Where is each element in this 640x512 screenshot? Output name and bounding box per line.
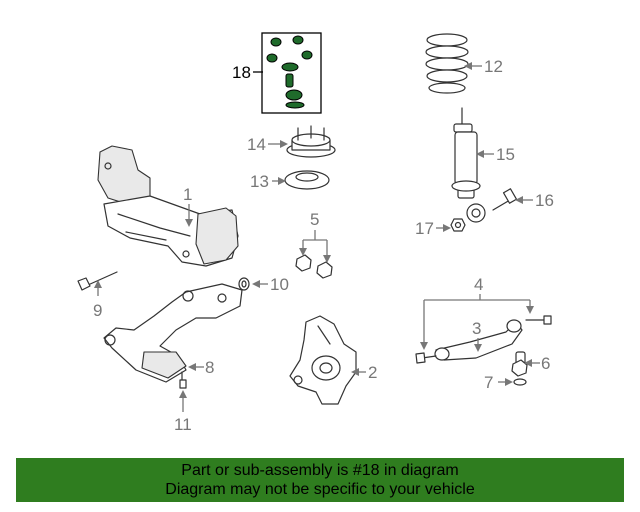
callout-16: 16 (515, 191, 554, 210)
callout-8: 8 (188, 358, 214, 377)
info-banner: Part or sub-assembly is #18 in diagram D… (16, 458, 624, 502)
part-16-bolt[interactable] (492, 188, 518, 211)
svg-text:7: 7 (484, 373, 493, 392)
part-5-nuts[interactable] (295, 254, 333, 279)
svg-text:15: 15 (496, 145, 515, 164)
svg-text:11: 11 (174, 415, 192, 434)
svg-text:6: 6 (541, 354, 550, 373)
part-15-shock-absorber[interactable] (451, 107, 486, 223)
svg-text:16: 16 (535, 191, 554, 210)
part-10-bushing[interactable] (238, 277, 250, 291)
callout-5: 5 (299, 210, 331, 263)
svg-text:10: 10 (270, 275, 289, 294)
svg-text:5: 5 (310, 210, 319, 229)
part-9-bolt[interactable] (77, 271, 118, 291)
callout-1: 1 (183, 185, 193, 227)
callout-18: 18 (232, 63, 263, 82)
callout-10: 10 (252, 275, 289, 294)
part-14-upper-mount[interactable] (286, 125, 336, 158)
part-8-lower-control-arm[interactable] (103, 283, 243, 385)
svg-text:3: 3 (472, 319, 481, 338)
callout-3: 3 (472, 319, 482, 352)
part-18-kit[interactable] (261, 32, 322, 114)
part-4-bolts[interactable] (415, 315, 552, 364)
callout-4: 4 (420, 275, 534, 350)
svg-text:12: 12 (484, 57, 503, 76)
part-17-nut[interactable] (450, 218, 466, 232)
banner-line-2: Diagram may not be specific to your vehi… (165, 481, 475, 498)
callout-2: 2 (351, 363, 377, 382)
svg-text:1: 1 (183, 185, 192, 204)
part-7-washer[interactable] (513, 378, 527, 386)
callout-11: 11 (174, 390, 192, 434)
callout-9: 9 (93, 280, 102, 320)
callout-6: 6 (524, 354, 550, 373)
svg-text:13: 13 (250, 172, 269, 191)
svg-text:2: 2 (368, 363, 377, 382)
svg-text:8: 8 (205, 358, 214, 377)
svg-text:9: 9 (93, 301, 102, 320)
part-6-nut[interactable] (511, 359, 528, 377)
part-3-upper-control-arm[interactable] (434, 319, 526, 367)
svg-text:14: 14 (247, 135, 266, 154)
part-13-spring-insulator[interactable] (284, 170, 330, 190)
svg-text:17: 17 (415, 219, 434, 238)
callout-12: 12 (464, 57, 503, 76)
svg-text:4: 4 (474, 275, 483, 294)
callout-7: 7 (484, 373, 513, 392)
banner-line-1: Part or sub-assembly is #18 in diagram (181, 462, 459, 479)
callout-13: 13 (250, 172, 286, 191)
part-2-steering-knuckle[interactable] (289, 315, 357, 405)
callout-15: 15 (476, 145, 515, 164)
callout-14: 14 (247, 135, 288, 154)
callout-17: 17 (415, 219, 451, 238)
part-11-stud[interactable] (179, 379, 187, 389)
part-1-crossmember[interactable] (97, 145, 239, 267)
part-12-coil-spring[interactable] (425, 33, 469, 94)
svg-text:18: 18 (232, 63, 251, 82)
